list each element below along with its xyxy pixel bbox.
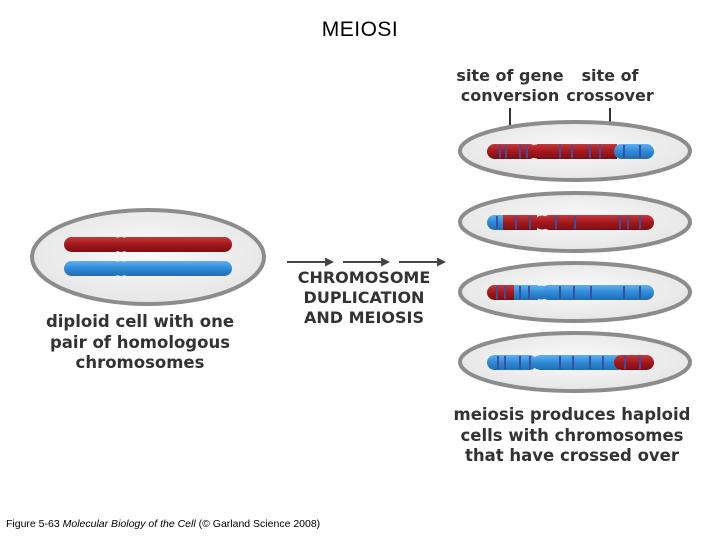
haploid-cells — [458, 120, 692, 393]
chromosome-3-bands — [496, 286, 641, 299]
chromosome-4-right-arm-red — [614, 355, 654, 370]
crossover-label: site of crossover — [564, 66, 656, 106]
haploid-label-line2: cells with chromosomes — [460, 425, 684, 445]
haploid-label-line3: that have crossed over — [464, 446, 680, 466]
maternal-left-arm — [64, 237, 122, 252]
diploid-cell-membrane — [30, 208, 266, 306]
paternal-left-arm — [64, 261, 122, 276]
gene-conversion-label-line2: conversion — [460, 86, 560, 105]
haploid-cell-2 — [458, 191, 692, 253]
process-label-line2: DUPLICATION — [303, 288, 425, 307]
chromosome-4-right-arm-blue — [539, 355, 619, 370]
caption-book-title: Molecular Biology of the Cell — [62, 518, 196, 530]
maternal-right-arm — [120, 237, 232, 252]
process-label: CHROMOSOME DUPLICATION AND MEIOSIS — [288, 268, 440, 328]
chromosome-2-left-red — [503, 215, 537, 230]
gene-conversion-label-line1: site of gene — [456, 66, 564, 85]
process-arrow-3-head — [437, 257, 446, 267]
caption-figure-number: Figure 5-63 — [6, 518, 60, 530]
chromosome-1-left-arm — [487, 144, 537, 159]
chromosome-2-right-arm — [542, 215, 654, 230]
process-arrows — [287, 257, 446, 267]
haploid-cell-3 — [458, 261, 692, 323]
caption-credit: (© Garland Science 2008) — [198, 518, 321, 530]
paternal-chromosome — [64, 261, 232, 276]
diploid-cell — [30, 208, 266, 306]
process-label-line3: AND MEIOSIS — [303, 308, 425, 327]
chromosome-4-left-arm — [487, 355, 537, 370]
haploid-cells-label: meiosis produces haploid cells with chro… — [452, 405, 692, 467]
crossover-label-line2: crossover — [566, 86, 654, 105]
gene-conversion-label: site of gene conversion — [448, 66, 572, 106]
chromosome-1-right-arm-red — [537, 144, 617, 159]
maternal-chromosome — [64, 237, 232, 252]
process-arrow-1-head — [325, 257, 334, 267]
process-arrow-2-head — [381, 257, 390, 267]
diploid-label-line3: chromosomes — [75, 353, 205, 373]
chromosome-2-bands — [496, 216, 641, 229]
crossover-label-line1: site of — [581, 66, 639, 85]
haploid-label-line1: meiosis produces haploid — [453, 405, 691, 424]
haploid-cell-1 — [458, 120, 692, 182]
chromosome-1-right-arm-blue — [614, 144, 654, 159]
diploid-cell-label: diploid cell with one pair of homologous… — [40, 312, 240, 374]
slide-title: MEIOSI — [321, 18, 399, 41]
figure-caption: Figure 5-63 Molecular Biology of the Cel… — [6, 518, 320, 530]
haploid-cell-4 — [458, 331, 692, 393]
process-label-line1: CHROMOSOME — [297, 268, 431, 287]
diploid-label-line2: pair of homologous — [49, 332, 231, 352]
chromosome-4-bands — [497, 356, 641, 369]
chromosome-3-right-arm — [541, 285, 654, 300]
chromosome-1-bands — [499, 145, 641, 158]
paternal-right-arm — [120, 261, 232, 276]
diploid-label-line1: diploid cell with one — [45, 312, 235, 331]
